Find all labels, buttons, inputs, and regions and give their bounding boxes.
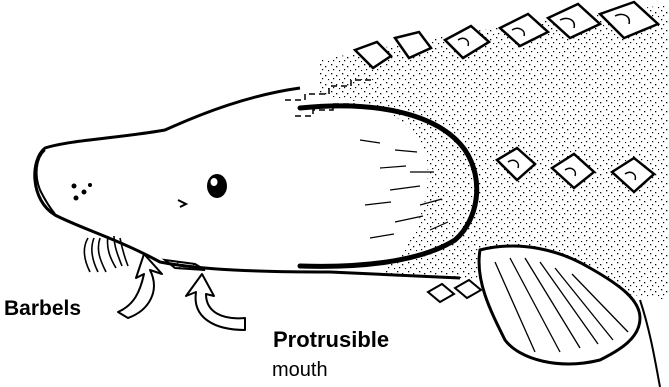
eye-icon — [207, 174, 227, 198]
mouth — [165, 260, 205, 270]
ventral-scutes — [428, 280, 481, 302]
curved-arrow-icon — [118, 254, 162, 318]
barbels-label: Barbels — [4, 298, 81, 319]
nostril-dot — [74, 196, 79, 201]
spiracle — [178, 200, 186, 207]
mouth-label: mouth — [272, 360, 328, 380]
nostril-dot — [82, 190, 87, 195]
barbels — [84, 236, 128, 272]
snout-tip — [37, 150, 55, 214]
nostril-dot — [72, 184, 77, 189]
protrusible-label: Protrusible — [273, 329, 389, 351]
curved-arrow-icon — [186, 274, 245, 330]
nostril-dot — [88, 183, 92, 187]
body-edge — [640, 300, 660, 387]
